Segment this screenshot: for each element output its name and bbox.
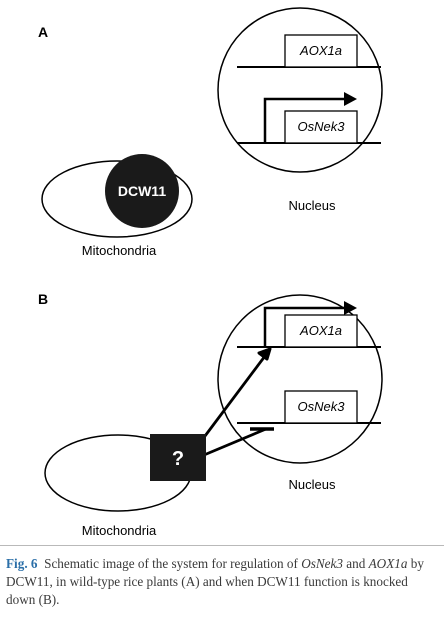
nucleus-label-a: Nucleus [289,198,336,213]
nek-gene-box-a [284,110,358,144]
nek-gene-box-b [284,390,358,424]
mito-label-a: Mitochondria [82,243,157,258]
caption-divider [0,545,444,546]
nek-transcription-arrow-a [263,97,349,143]
nek-arrowhead-a [344,92,357,106]
activation-arrowhead [257,347,272,361]
figure-caption: Fig. 6 Schematic image of the system for… [6,555,440,609]
aox-transcription-arrow-b [263,306,349,347]
caption-text-1: Schematic image of the system for regula… [44,556,302,571]
regulation-diagram: A AOX1a OsNek3 Nucleus DCW11 Mitochondri… [38,7,383,538]
nek-gene-label-b: OsNek3 [298,399,346,414]
aox-gene-label-a: AOX1a [299,43,342,58]
caption-gene-1: OsNek3 [301,556,343,571]
aox-arrowhead-b [344,301,357,315]
panel-a-label: A [38,24,48,40]
nek-gene-label-a: OsNek3 [298,119,346,134]
activation-arrow-line [200,355,267,441]
dcw11-label: DCW11 [118,183,166,199]
panel-b-label: B [38,291,48,307]
nucleus-a [217,7,383,173]
nucleus-label-b: Nucleus [289,477,336,492]
aox-gene-box-a [284,34,358,68]
inhibition-line [203,427,267,457]
aox-gene-label-b: AOX1a [299,323,342,338]
caption-text-3: by DCW11, in wild-type rice plants (A) a… [6,556,424,607]
caption-gene-2: AOX1a [368,556,408,571]
unknown-factor-box [150,434,206,481]
figure-number: Fig. 6 [6,556,38,571]
aox-gene-box-b [284,314,358,348]
mito-label-b: Mitochondria [82,523,157,538]
unknown-factor-label: ? [172,448,184,470]
dcw11-protein [105,154,179,228]
caption-text-2: and [342,556,369,571]
